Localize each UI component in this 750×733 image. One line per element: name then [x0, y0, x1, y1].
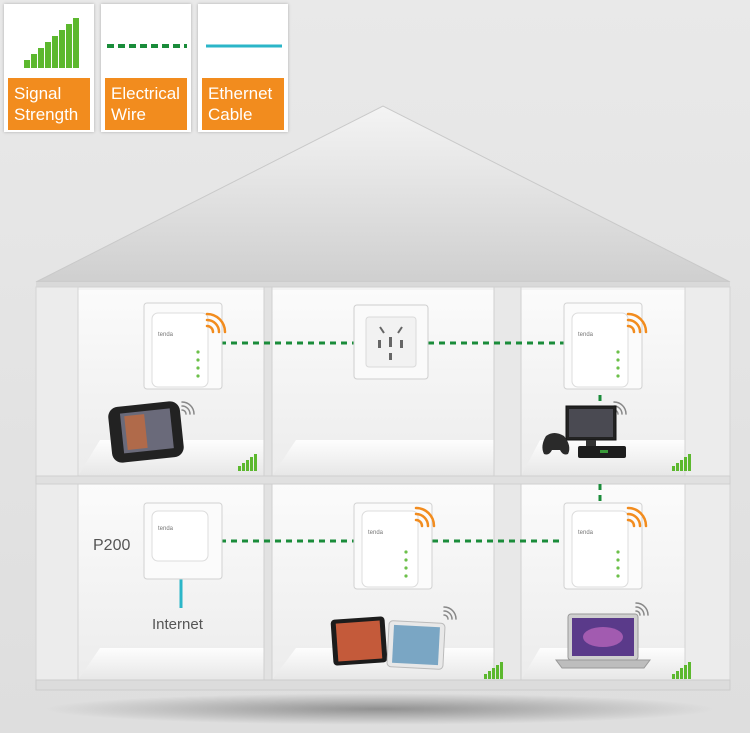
svg-text:tenda: tenda — [578, 530, 594, 536]
svg-text:tenda: tenda — [578, 332, 594, 338]
tablet-icon — [330, 616, 446, 670]
legend-label: Electrical Wire — [105, 78, 187, 130]
adapter-top-left: tenda — [143, 302, 223, 390]
legend-electrical-wire: Electrical Wire — [101, 4, 191, 132]
wifi-icon — [205, 312, 227, 334]
smartphone-icon — [108, 401, 184, 463]
adapter-top-right: tenda — [563, 302, 643, 390]
svg-text:tenda: tenda — [368, 530, 384, 536]
dashed-line-icon — [107, 44, 187, 48]
laptop-icon — [555, 613, 651, 669]
adapter-bottom-left: tenda — [143, 502, 223, 580]
electrical-wires — [220, 341, 602, 543]
device-label: P200 — [93, 537, 131, 554]
signal-strength-icon — [24, 18, 79, 68]
wifi-icon — [626, 312, 648, 334]
adapter-bottom-middle: tenda — [353, 502, 433, 590]
signal-strength-icon — [672, 662, 691, 679]
wifi-small-icon — [635, 602, 649, 616]
svg-text:tenda: tenda — [158, 526, 174, 532]
wifi-small-icon — [443, 606, 457, 620]
legend-label: Signal Strength — [8, 78, 90, 130]
cable-line-icon — [206, 44, 282, 48]
signal-strength-icon — [238, 454, 257, 471]
house-shadow — [40, 693, 720, 725]
svg-text:tenda: tenda — [158, 332, 174, 338]
power-outlet — [353, 304, 429, 380]
wifi-icon — [626, 506, 648, 528]
tv-console-icon — [542, 405, 626, 458]
legend-signal-strength: Signal Strength — [4, 4, 94, 132]
internet-label: Internet — [152, 616, 203, 633]
roof — [35, 105, 731, 283]
signal-strength-icon — [484, 662, 503, 679]
wifi-small-icon — [181, 401, 195, 415]
wifi-icon — [414, 506, 436, 528]
signal-strength-icon — [672, 454, 691, 471]
legend-ethernet-cable: Ethernet Cable — [198, 4, 288, 132]
adapter-bottom-right: tenda — [563, 502, 643, 590]
legend-label: Ethernet Cable — [202, 78, 284, 130]
